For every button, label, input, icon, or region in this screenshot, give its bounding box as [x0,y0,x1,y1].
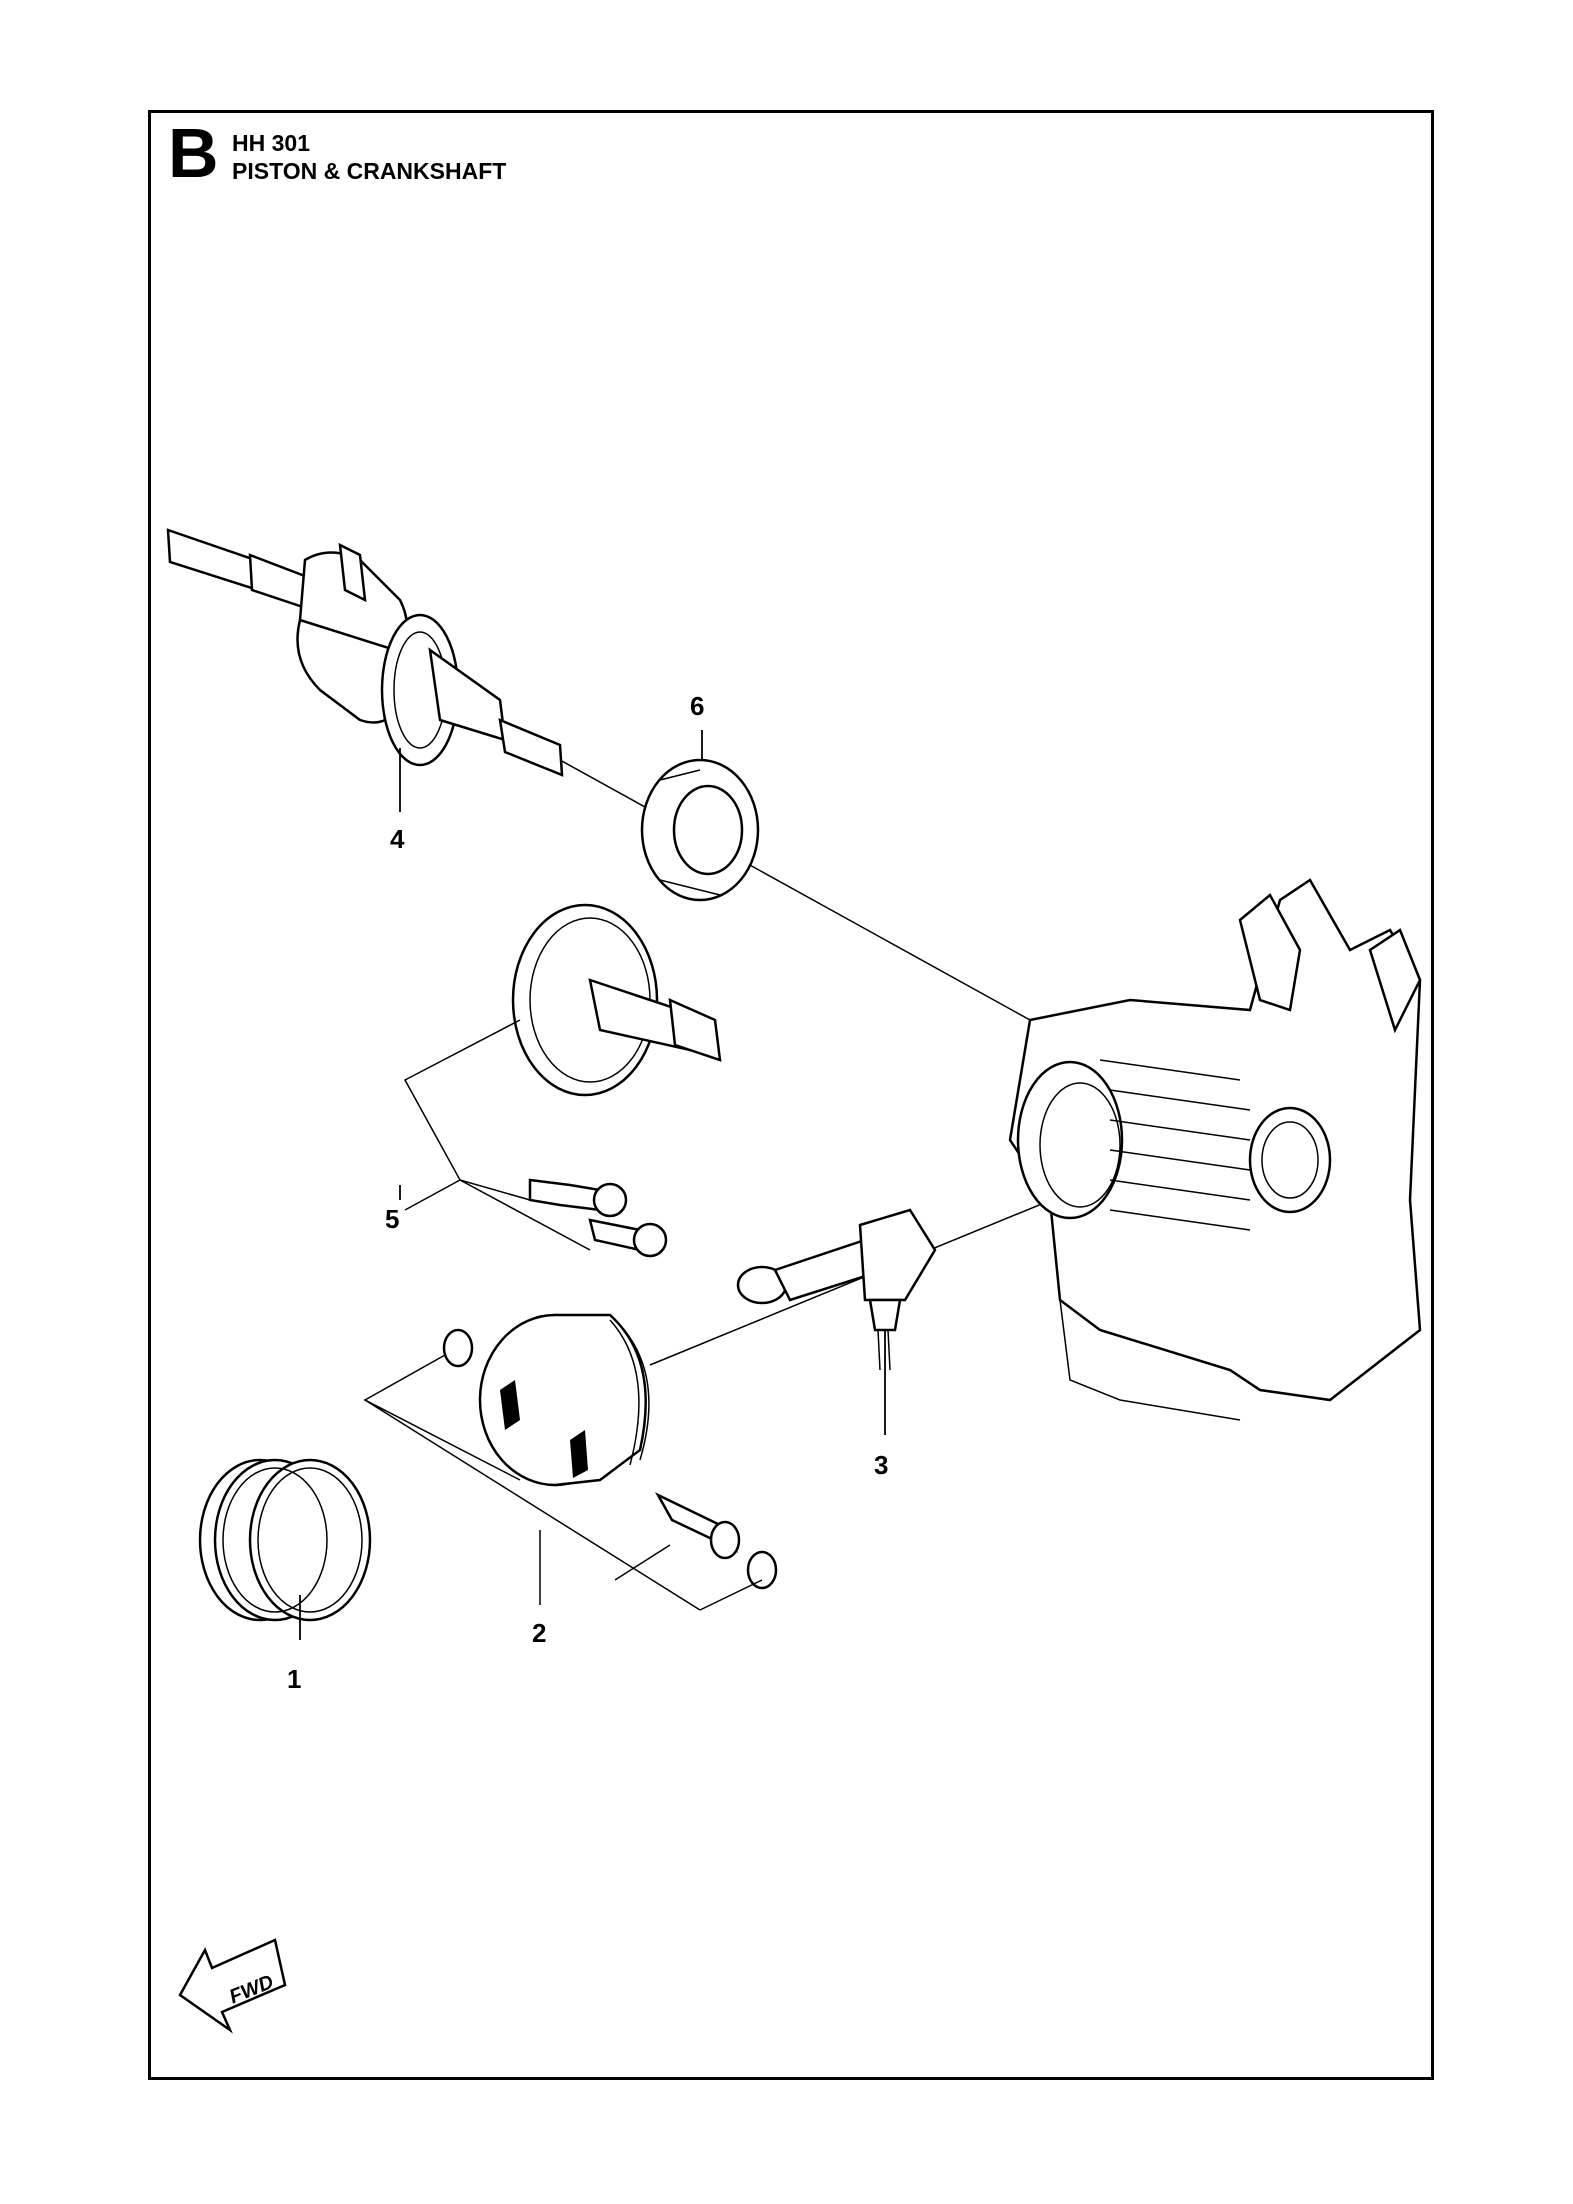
callout-numbers: 1 2 3 4 5 6 [287,691,888,1694]
piston [442,1313,778,1590]
crankcase [1008,878,1422,1421]
callout-4: 4 [390,824,405,854]
piston-rings [198,1458,372,1622]
callout-5: 5 [385,1204,399,1234]
oil-seal [640,758,760,902]
callout-5-bracket [403,1019,591,1251]
crankshaft [166,528,564,777]
leader-lines [299,730,886,1640]
camshaft-assembly [511,903,722,1258]
connecting-rod [736,1208,937,1371]
diagram-title: PISTON & CRANKSHAFT [232,158,507,184]
fwd-arrow-icon: FWD [178,1938,287,2034]
model-number: HH 301 [232,130,310,156]
callout-3: 3 [874,1450,888,1480]
section-letter: B [168,114,219,192]
callout-2: 2 [532,1618,546,1648]
callout-6: 6 [690,691,704,721]
callout-1: 1 [287,1664,301,1694]
page-frame [148,110,1434,2080]
callout-2-bracket [363,1354,763,1611]
